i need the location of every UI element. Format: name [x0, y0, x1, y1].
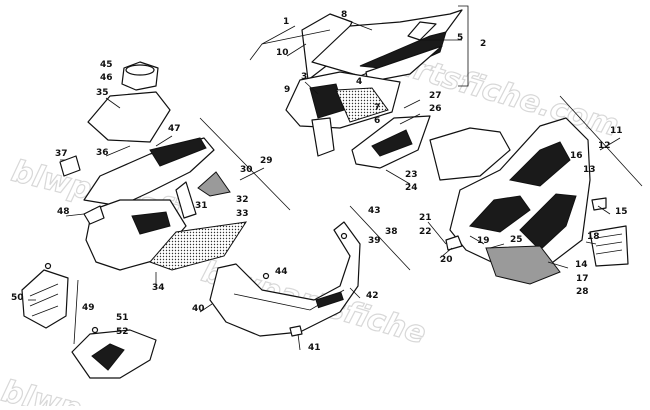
callout-38: 38: [385, 227, 398, 237]
decal-part: [59, 155, 81, 177]
fastener-part: [340, 232, 348, 240]
callout-33: 33: [236, 209, 249, 219]
hood-bracket-part: [311, 117, 335, 157]
callout-25: 25: [510, 235, 523, 245]
callout-45: 45: [100, 60, 113, 70]
callout-52: 52: [116, 327, 129, 337]
callout-7: 7: [374, 103, 380, 113]
callout-1: 1: [283, 17, 289, 27]
callout-24: 24: [405, 183, 418, 193]
belly-pan-part: [209, 221, 361, 337]
callout-12: 12: [598, 141, 611, 151]
belly-pan-assembly: [209, 221, 361, 337]
callout-10: 10: [276, 48, 289, 58]
callout-8: 8: [341, 10, 347, 20]
callout-42: 42: [366, 291, 379, 301]
callout-35: 35: [96, 88, 109, 98]
callout-9: 9: [284, 85, 290, 95]
callout-17: 17: [576, 274, 589, 284]
hood-assembly: [285, 9, 463, 157]
small-trim-part: [407, 21, 437, 41]
callout-4: 4: [356, 77, 362, 87]
lower-left-assembly: [21, 262, 157, 379]
callout-2: 2: [480, 39, 486, 49]
fastener-part: [262, 272, 270, 280]
side-fastener-part: [445, 235, 463, 251]
side-bracket-dark: [371, 129, 413, 157]
leader-lines: [28, 5, 643, 351]
callout-44: 44: [275, 267, 288, 277]
callout-36: 36: [96, 148, 109, 158]
callout-13: 13: [583, 165, 596, 175]
callout-31: 31: [195, 201, 208, 211]
side-panel-lower: [485, 245, 561, 285]
callout-21: 21: [419, 213, 432, 223]
callout-48: 48: [57, 207, 70, 217]
fastener-part: [91, 326, 99, 334]
nose-mesh-part: [149, 221, 248, 271]
bracket-part: [21, 269, 69, 329]
side-badge-part: [591, 197, 607, 211]
watermark-text: blwp: [0, 374, 85, 406]
callout-11: 11: [610, 126, 623, 136]
callout-32: 32: [236, 195, 249, 205]
callout-51: 51: [116, 313, 129, 323]
callout-14: 14: [575, 260, 588, 270]
callout-40: 40: [192, 304, 205, 314]
callout-41: 41: [308, 343, 321, 353]
callout-19: 19: [477, 236, 490, 246]
callout-37: 37: [55, 149, 68, 159]
callout-46: 46: [100, 73, 113, 83]
callout-49: 49: [82, 303, 95, 313]
callout-18: 18: [587, 232, 600, 242]
belly-pan-logo: [315, 291, 344, 309]
callout-16: 16: [570, 151, 583, 161]
callout-26: 26: [429, 104, 442, 114]
nose-pad-part: [197, 171, 231, 197]
nose-assembly: [59, 61, 248, 271]
callout-34: 34: [152, 283, 165, 293]
side-vent-part: [589, 225, 629, 267]
belly-pan-badge: [289, 325, 303, 337]
air-box-part: [87, 91, 171, 143]
fastener-part: [44, 262, 52, 270]
callout-20: 20: [440, 255, 453, 265]
nose-strut-part: [175, 181, 197, 219]
side-panel-graphic: [469, 195, 531, 233]
right-side-panel-assembly: [351, 115, 629, 285]
hood-vent-part: [309, 83, 345, 119]
callout-47: 47: [168, 124, 181, 134]
callout-39: 39: [368, 236, 381, 246]
callout-30: 30: [240, 165, 253, 175]
callout-15: 15: [615, 207, 628, 217]
callout-6: 6: [374, 116, 380, 126]
lower-console-dark: [91, 343, 125, 371]
callout-28: 28: [576, 287, 589, 297]
callout-3: 3: [301, 72, 307, 82]
air-intake-ring: [125, 64, 155, 76]
callout-22: 22: [419, 227, 432, 237]
side-shield-part: [429, 127, 511, 181]
nose-upper-dark: [149, 137, 207, 167]
callout-5: 5: [457, 33, 463, 43]
callout-23: 23: [405, 170, 418, 180]
callout-27: 27: [429, 91, 442, 101]
callout-43: 43: [368, 206, 381, 216]
callout-29: 29: [260, 156, 273, 166]
side-panel-graphic: [508, 141, 571, 187]
nose-clip-part: [83, 205, 105, 225]
nose-body-dark: [131, 211, 171, 235]
callout-50: 50: [11, 293, 24, 303]
hood-mesh-part: [335, 87, 389, 123]
